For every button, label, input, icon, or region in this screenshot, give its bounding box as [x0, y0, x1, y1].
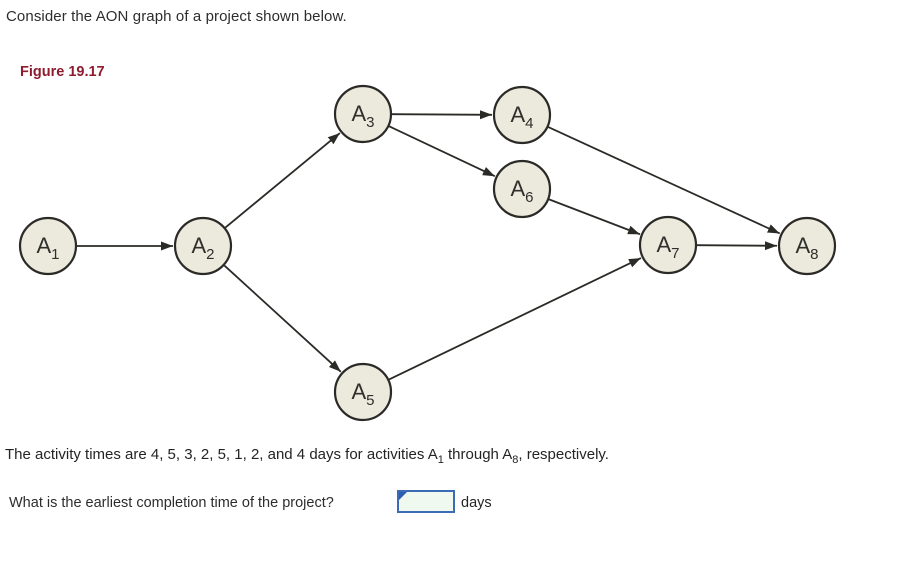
- node-circle-A5: [333, 362, 393, 422]
- node-circle-A7: [638, 215, 698, 275]
- node-label-A4: A4: [510, 102, 533, 132]
- answer-unit-label: days: [461, 495, 492, 511]
- node-label-A2: A2: [191, 233, 214, 263]
- node-circle-A4: [492, 85, 552, 145]
- node-A7: A7: [638, 215, 698, 275]
- node-circle-A3: [333, 84, 393, 144]
- question-text: What is the earliest completion time of …: [9, 495, 334, 511]
- activity-times-before: The activity times are 4, 5, 3, 2, 5, 1,…: [5, 446, 428, 463]
- edge-A3-A4: [391, 110, 493, 120]
- edge-A3-A6: [388, 125, 496, 178]
- node-circle-A6: [492, 159, 552, 219]
- node-A5: A5: [333, 362, 393, 422]
- node-A2: A2: [173, 216, 233, 276]
- node-A6: A6: [492, 159, 552, 219]
- node-label-A5: A5: [351, 379, 374, 409]
- activity-first-label: A: [427, 446, 438, 463]
- answer-field-wrap: [397, 490, 455, 513]
- node-circle-A8: [777, 216, 837, 276]
- activity-times-middle: through: [443, 446, 503, 463]
- node-label-A3: A3: [351, 101, 374, 131]
- activity-times-text: The activity times are 4, 5, 3, 2, 5, 1,…: [5, 446, 609, 466]
- edge-A2-A5: [223, 264, 342, 373]
- node-circle-A1: [18, 216, 78, 276]
- answer-input[interactable]: [397, 490, 455, 513]
- edge-A7-A8: [696, 241, 778, 251]
- node-circle-A2: [173, 216, 233, 276]
- node-A1: A1: [18, 216, 78, 276]
- node-A4: A4: [492, 85, 552, 145]
- node-label-A7: A7: [656, 232, 679, 262]
- node-label-A8: A8: [795, 233, 818, 263]
- activity-first-sub: 1: [437, 454, 444, 466]
- problem-instruction: Consider the AON graph of a project show…: [6, 8, 347, 25]
- activity-times-after: , respectively.: [518, 446, 609, 463]
- figure-caption: Figure 19.17: [20, 64, 105, 80]
- node-label-A6: A6: [510, 176, 533, 206]
- node-label-A1: A1: [36, 233, 59, 263]
- node-A3: A3: [333, 84, 393, 144]
- activity-last-label: A: [502, 446, 513, 463]
- edge-A6-A7: [548, 198, 641, 236]
- edge-A5-A7: [388, 257, 642, 381]
- edge-A4-A8: [547, 126, 781, 235]
- edge-A2-A3: [224, 132, 341, 229]
- activity-last-sub: 8: [512, 454, 519, 466]
- node-A8: A8: [777, 216, 837, 276]
